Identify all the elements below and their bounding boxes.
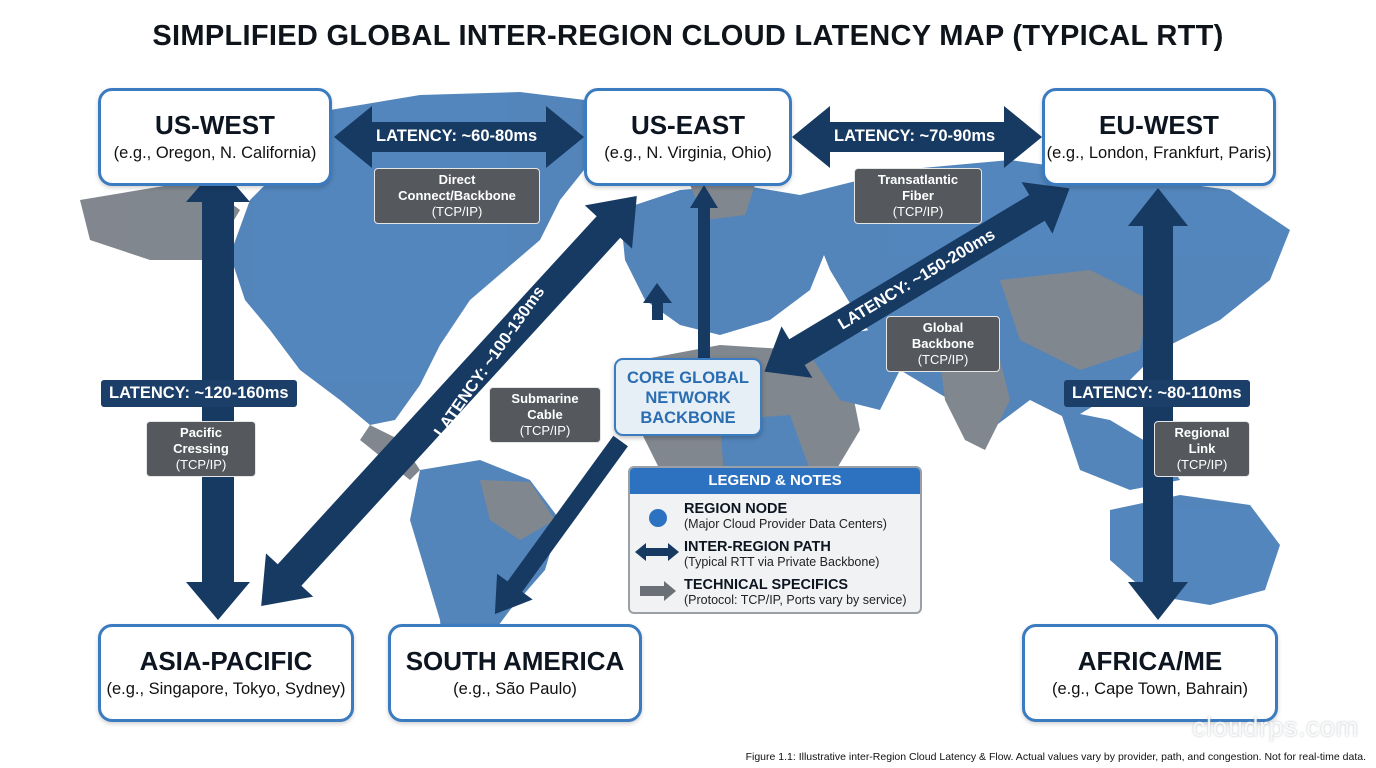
legend-item-desc: (Typical RTT via Private Backbone) xyxy=(684,555,880,569)
legend-item-region-node: REGION NODE (Major Cloud Provider Data C… xyxy=(684,501,920,532)
core-line-3: BACKBONE xyxy=(640,409,736,427)
china-landmass xyxy=(1000,270,1150,370)
region-node-asia-pacific: ASIA-PACIFIC (e.g., Singapore, Tokyo, Sy… xyxy=(98,624,354,722)
gray-arrow-icon xyxy=(640,581,676,601)
region-node-dot-icon xyxy=(649,509,667,527)
region-name: US-WEST xyxy=(155,110,275,141)
tag-title: Regional Link xyxy=(1174,425,1230,456)
tag-protocol: (TCP/IP) xyxy=(519,423,571,438)
legend-header: LEGEND & NOTES xyxy=(630,468,920,494)
tag-protocol: (TCP/IP) xyxy=(892,204,944,219)
legend-item-title: TECHNICAL SPECIFICS xyxy=(684,577,849,593)
region-examples: (e.g., London, Frankfurt, Paris) xyxy=(1046,143,1272,162)
region-name: US-EAST xyxy=(630,110,746,141)
legend-item-title: INTER-REGION PATH xyxy=(684,539,831,555)
region-examples: (e.g., São Paulo) xyxy=(453,679,577,698)
latency-eu-africa-label: LATENCY: ~80-110ms xyxy=(1064,380,1250,407)
tag-regional-link: Regional Link (TCP/IP) xyxy=(1154,421,1250,477)
core-line-1: CORE GLOBAL xyxy=(627,369,749,387)
south-america-east xyxy=(480,480,555,540)
india-landmass xyxy=(940,360,1010,450)
arrow-west-east xyxy=(334,106,584,168)
latency-west-asia-label: LATENCY: ~120-160ms xyxy=(101,380,297,407)
tag-direct-connect: Direct Connect/Backbone (TCP/IP) xyxy=(374,168,540,224)
region-node-us-west: US-WEST (e.g., Oregon, N. California) xyxy=(98,88,332,186)
core-backbone-box: CORE GLOBAL NETWORK BACKBONE xyxy=(614,358,762,436)
figure-caption: Figure 1.1: Illustrative inter-Region Cl… xyxy=(745,751,1366,763)
region-name: SOUTH AMERICA xyxy=(405,646,625,677)
tag-title: Direct Connect/Backbone xyxy=(398,172,516,203)
legend-item-inter-region-path: INTER-REGION PATH (Typical RTT via Priva… xyxy=(684,539,920,570)
tag-transatlantic: Transatlantic Fiber (TCP/IP) xyxy=(854,168,982,224)
region-name: ASIA-PACIFIC xyxy=(139,646,313,677)
tag-global-backbone: Global Backbone (TCP/IP) xyxy=(886,316,1000,372)
region-examples: (e.g., Oregon, N. California) xyxy=(113,143,317,162)
latency-east-eu-label: LATENCY: ~70-90ms xyxy=(834,127,996,145)
page-title: SIMPLIFIED GLOBAL INTER-REGION CLOUD LAT… xyxy=(152,20,1224,52)
region-name: EU-WEST xyxy=(1099,110,1219,141)
arrow-core-up xyxy=(690,185,718,358)
tag-protocol: (TCP/IP) xyxy=(917,352,969,367)
arrow-core-europe xyxy=(643,283,672,320)
region-examples: (e.g., Singapore, Tokyo, Sydney) xyxy=(106,679,346,698)
tag-title: Pacific Cressing xyxy=(173,425,229,456)
legend-item-desc: (Protocol: TCP/IP, Ports vary by service… xyxy=(684,593,907,607)
tag-protocol: (TCP/IP) xyxy=(175,457,227,472)
tag-title: Transatlantic Fiber xyxy=(877,172,959,203)
region-name: AFRICA/ME xyxy=(1077,646,1223,677)
region-node-us-east: US-EAST (e.g., N. Virginia, Ohio) xyxy=(584,88,792,186)
tag-title: Submarine Cable xyxy=(511,391,579,422)
latency-west-east-label: LATENCY: ~60-80ms xyxy=(376,127,538,145)
arrow-eu-core xyxy=(764,182,1070,378)
tag-protocol: (TCP/IP) xyxy=(431,204,483,219)
europe-landmass xyxy=(620,185,830,335)
region-node-south-america: SOUTH AMERICA (e.g., São Paulo) xyxy=(388,624,642,722)
legend-item-desc: (Major Cloud Provider Data Centers) xyxy=(684,517,887,531)
arrow-east-eu xyxy=(792,106,1042,168)
region-node-eu-west: EU-WEST (e.g., London, Frankfurt, Paris) xyxy=(1042,88,1276,186)
core-line-2: NETWORK xyxy=(645,389,731,407)
legend-item-title: REGION NODE xyxy=(684,501,788,517)
region-examples: (e.g., N. Virginia, Ohio) xyxy=(604,143,772,162)
tag-title: Global Backbone xyxy=(911,320,975,351)
tag-protocol: (TCP/IP) xyxy=(1176,457,1228,472)
region-examples: (e.g., Cape Town, Bahrain) xyxy=(1052,679,1248,698)
arrow-east-asia xyxy=(261,196,637,606)
tag-pacific: Pacific Cressing (TCP/IP) xyxy=(146,421,256,477)
region-node-africa-me: AFRICA/ME (e.g., Cape Town, Bahrain) xyxy=(1022,624,1278,722)
double-arrow-icon xyxy=(635,543,679,561)
tag-submarine-cable: Submarine Cable (TCP/IP) xyxy=(489,387,601,443)
arrow-core-sa xyxy=(494,435,628,615)
legend-item-technical-specifics: TECHNICAL SPECIFICS (Protocol: TCP/IP, P… xyxy=(684,577,920,608)
legend-panel: LEGEND & NOTES REGION NODE (Major Cloud … xyxy=(628,466,922,614)
watermark: cloudrps.com xyxy=(1192,712,1359,742)
